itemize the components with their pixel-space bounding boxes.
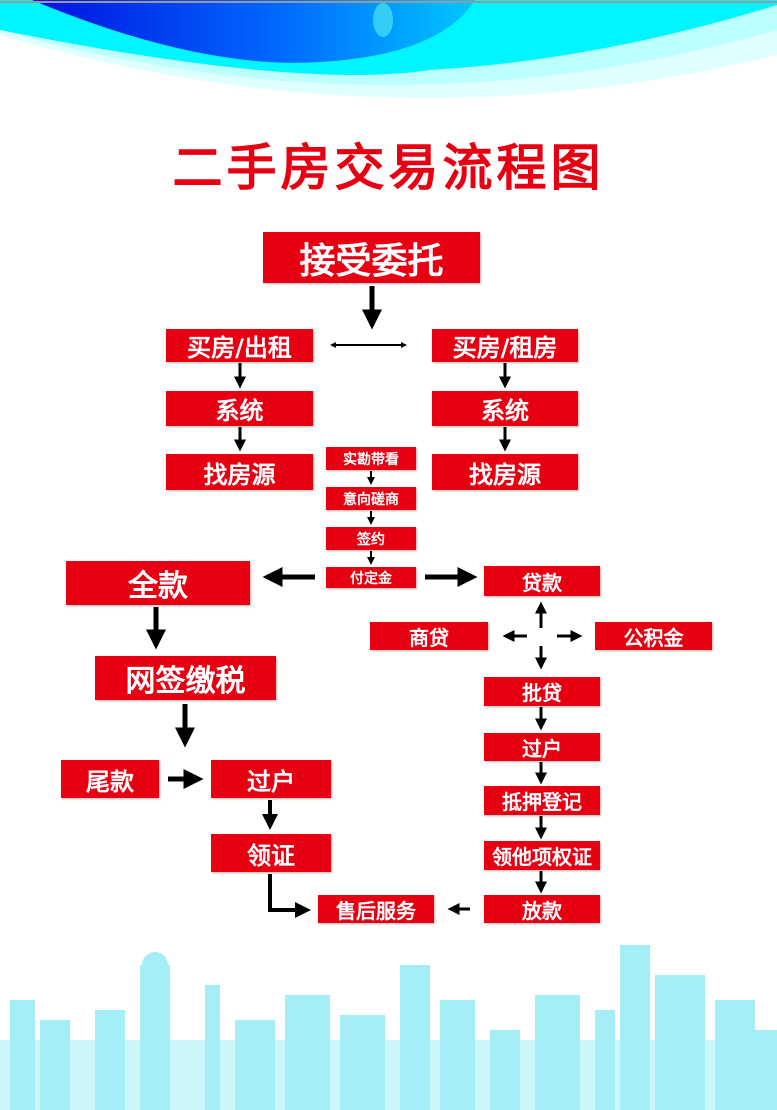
step-buyer: 买房/租房 — [432, 329, 578, 362]
step-balance-payment: 尾款 — [61, 760, 159, 798]
step-mortgage-registration: 抵押登记 — [484, 786, 600, 815]
step-system-right: 系统 — [432, 391, 578, 426]
step-full-payment: 全款 — [66, 561, 250, 605]
step-survey: 实勘带看 — [326, 447, 416, 470]
step-transfer-left: 过户 — [211, 760, 331, 798]
step-sign: 签约 — [326, 527, 416, 550]
step-transfer-right: 过户 — [484, 733, 600, 761]
step-other-rights-certificate: 领他项权证 — [484, 841, 600, 870]
step-after-sales-service: 售后服务 — [318, 895, 434, 923]
step-certificate: 领证 — [211, 834, 331, 872]
step-commercial-loan: 商贷 — [370, 622, 488, 650]
step-seller: 买房/出租 — [166, 329, 313, 362]
step-find-listing-right: 找房源 — [432, 454, 578, 490]
step-accept-commission: 接受委托 — [263, 232, 480, 283]
step-online-sign-tax: 网签缴税 — [95, 656, 276, 700]
step-find-listing-left: 找房源 — [166, 454, 313, 490]
step-deposit: 付定金 — [326, 567, 416, 588]
page-title: 二手房交易流程图 — [172, 139, 605, 197]
step-system-left: 系统 — [166, 391, 313, 426]
city-skyline — [0, 945, 777, 1110]
step-provident-fund: 公积金 — [595, 622, 712, 650]
step-loan: 贷款 — [484, 566, 600, 596]
header-wave-blue — [32, 0, 475, 63]
step-negotiate: 意向磋商 — [326, 487, 416, 510]
step-loan-approval: 批贷 — [484, 677, 600, 706]
step-disbursement: 放款 — [484, 895, 600, 923]
